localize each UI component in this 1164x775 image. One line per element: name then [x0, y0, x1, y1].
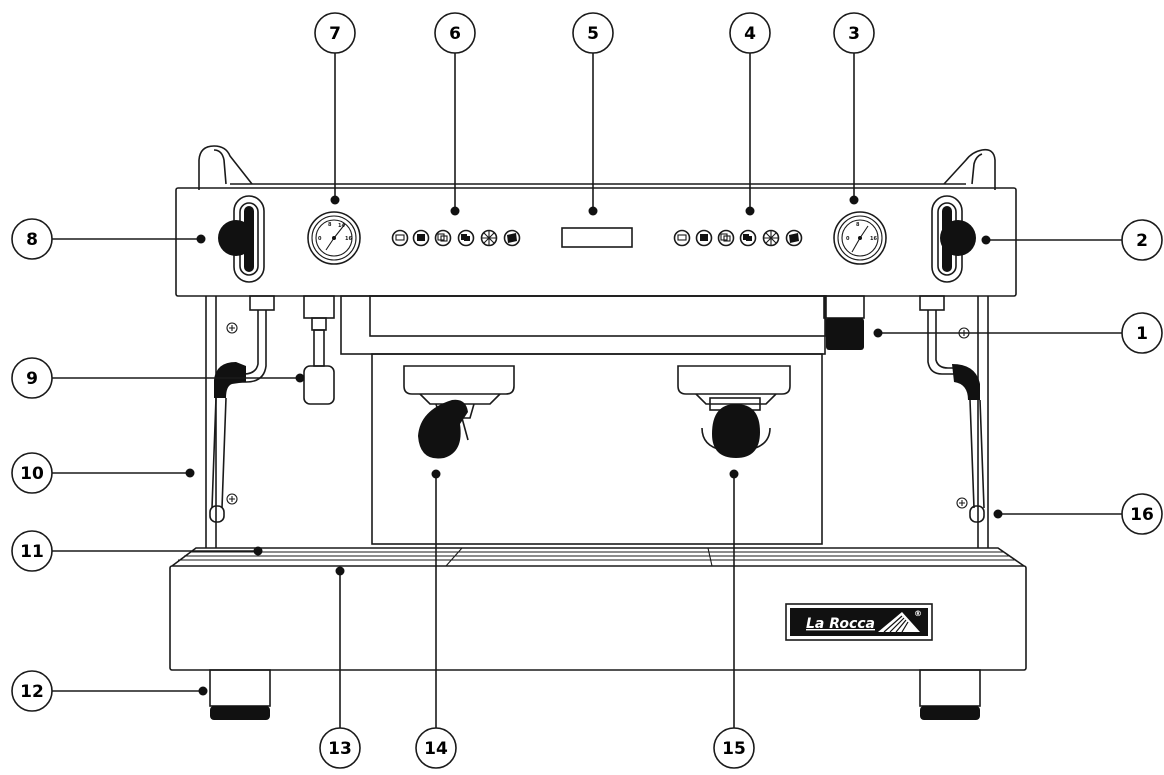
svg-text:8: 8 — [856, 222, 860, 228]
callout-2-label: 2 — [1136, 231, 1148, 251]
callout-6-label: 6 — [449, 24, 461, 44]
svg-text:0: 0 — [318, 236, 322, 242]
drip-tray — [171, 547, 1025, 567]
callout-4-label: 4 — [744, 24, 756, 44]
svg-text:14: 14 — [338, 223, 345, 229]
svg-text:16: 16 — [870, 236, 877, 242]
callout-11: 11 — [11, 530, 263, 572]
callout-13-label: 13 — [328, 739, 352, 759]
right-pressure-gauge: 8 0 16 — [833, 211, 887, 265]
machine-feet — [209, 669, 981, 720]
callout-8-label: 8 — [26, 230, 38, 250]
brand-logo-text: La Rocca — [806, 616, 875, 632]
machine-drawing: 8 14 0 16 8 0 16 — [169, 145, 1027, 720]
svg-text:0: 0 — [846, 236, 850, 242]
callout-9-label: 9 — [26, 369, 38, 389]
control-panel — [175, 187, 1017, 297]
callout-14-label: 14 — [424, 739, 448, 759]
panel-screws — [226, 322, 970, 509]
center-display — [561, 227, 633, 248]
right-group-head — [677, 365, 791, 458]
hot-water-wand — [303, 295, 335, 405]
left-pressure-gauge: 8 14 0 16 — [307, 211, 361, 265]
right-steam-wand — [919, 295, 985, 523]
machine-base — [169, 565, 1027, 671]
brand-logo-mark: ® — [914, 609, 922, 618]
brand-logo: La Rocca ® — [785, 603, 933, 641]
callout-10-label: 10 — [20, 464, 44, 484]
callout-11-label: 11 — [20, 542, 44, 562]
callout-1-label: 1 — [1136, 324, 1148, 344]
callout-15: 15 — [713, 469, 755, 769]
callout-15-label: 15 — [722, 739, 746, 759]
callout-12: 12 — [11, 670, 208, 712]
callout-13: 13 — [319, 566, 361, 769]
callout-2: 2 — [981, 219, 1163, 261]
callout-7: 7 — [314, 12, 356, 205]
callout-5-label: 5 — [587, 24, 599, 44]
callout-16-label: 16 — [1130, 505, 1154, 525]
right-steam-knob — [931, 195, 976, 283]
left-group-head — [403, 365, 515, 459]
right-keypad — [673, 229, 803, 247]
left-keypad — [391, 229, 521, 247]
callout-16: 16 — [993, 493, 1163, 535]
svg-text:8: 8 — [328, 222, 332, 228]
callout-5: 5 — [572, 12, 614, 216]
callouts: 1 2 3 4 5 — [11, 12, 1163, 769]
callout-3-label: 3 — [848, 24, 860, 44]
top-cup-rail — [198, 145, 996, 190]
callout-8: 8 — [11, 218, 206, 260]
callout-3: 3 — [833, 12, 875, 205]
left-steam-knob — [218, 195, 265, 283]
left-steam-wand — [209, 295, 275, 523]
callout-9: 9 — [11, 357, 305, 399]
svg-text:16: 16 — [345, 236, 352, 242]
callout-6: 6 — [434, 12, 476, 216]
callout-4: 4 — [729, 12, 771, 216]
callout-1: 1 — [873, 312, 1163, 354]
callout-10: 10 — [11, 452, 195, 494]
callout-14: 14 — [415, 469, 457, 769]
callout-12-label: 12 — [20, 682, 44, 702]
callout-7-label: 7 — [329, 24, 341, 44]
